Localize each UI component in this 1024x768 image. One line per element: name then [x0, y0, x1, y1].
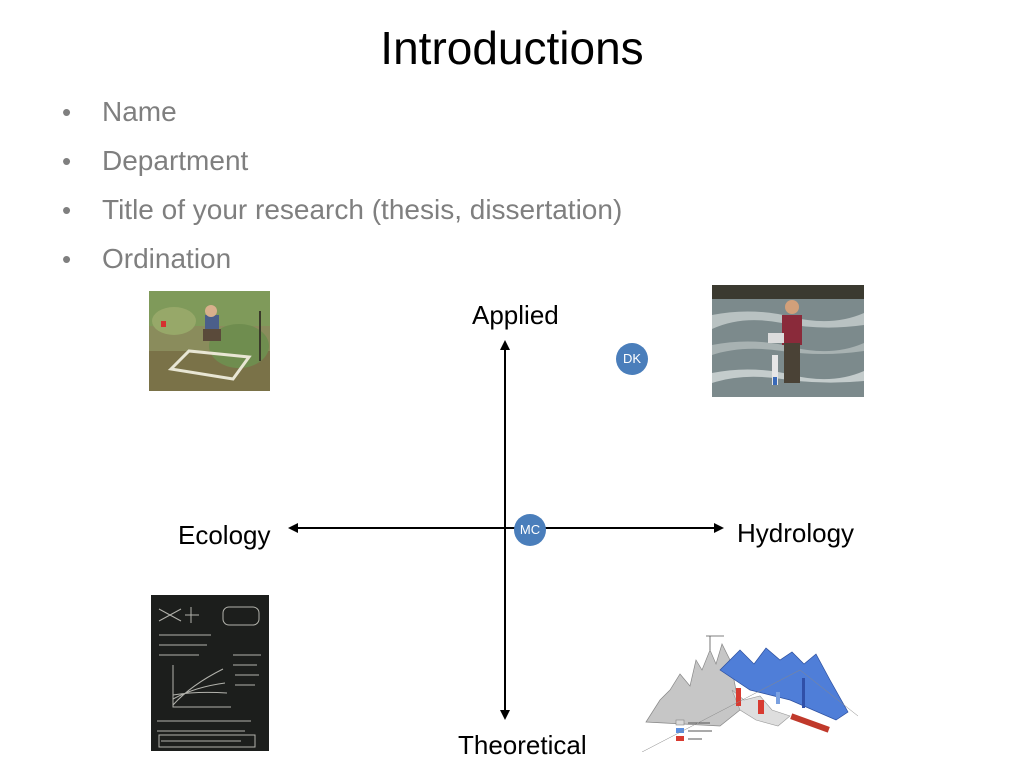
bullet-dot-icon: • — [62, 146, 72, 176]
marker-mc[interactable]: MC — [514, 514, 546, 546]
bullet-item-name: • Name — [58, 92, 622, 141]
bullet-text: Name — [102, 96, 177, 127]
axis-label-hydrology: Hydrology — [737, 518, 855, 548]
bullet-item-department: • Department — [58, 141, 622, 190]
field-quadrat-image — [149, 291, 270, 391]
bullet-dot-icon: • — [62, 244, 72, 274]
field-quadrat-photo — [149, 291, 270, 391]
bullet-list: • Name • Department • Title of your rese… — [58, 92, 622, 288]
chalkboard-photo — [151, 595, 269, 751]
chalkboard-image — [151, 595, 269, 751]
surface-plot-graphic — [640, 630, 860, 752]
bullet-text: Department — [102, 145, 249, 176]
bullet-dot-icon: • — [62, 195, 72, 225]
axis-label-applied: Applied — [472, 300, 559, 330]
bullet-text: Ordination — [102, 243, 232, 274]
axis-label-theoretical: Theoretical — [458, 730, 587, 760]
bullet-item-ordination: • Ordination — [58, 239, 622, 288]
marker-dk[interactable]: DK — [616, 343, 648, 375]
bullet-text: Title of your research (thesis, disserta… — [102, 194, 623, 225]
axis-label-ecology: Ecology — [178, 520, 271, 550]
slide-title: Introductions — [380, 22, 644, 74]
stream-sampling-image — [712, 285, 864, 397]
stream-sampling-photo — [712, 285, 864, 397]
bullet-item-research-title: • Title of your research (thesis, disser… — [58, 190, 622, 239]
bullet-dot-icon: • — [62, 97, 72, 127]
3d-surface-plot-image — [640, 630, 860, 752]
